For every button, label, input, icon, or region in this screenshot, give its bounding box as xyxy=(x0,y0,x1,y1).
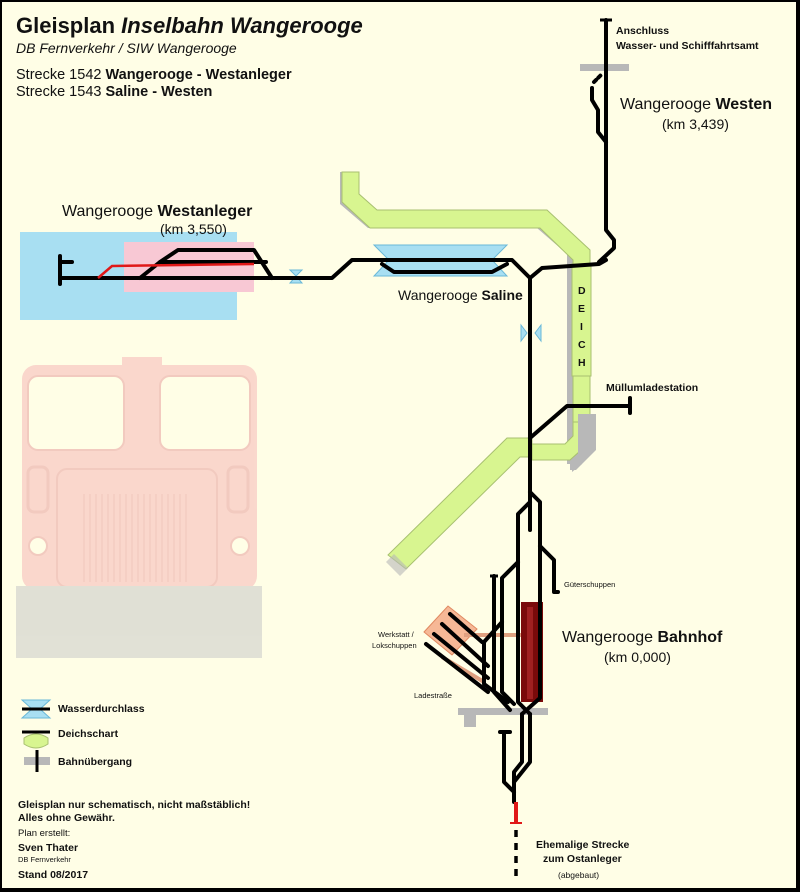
legend-deichschart-symbol xyxy=(22,730,50,749)
author: Sven Thater xyxy=(18,842,78,854)
legend-wasserdurchlass-label: Wasserdurchlass xyxy=(58,703,145,715)
muellumladestation-label: Müllumladestation xyxy=(606,382,698,394)
strecke-1542: Strecke 1542 Wangerooge - Westanleger xyxy=(16,67,292,83)
abgebaut-label: (abgebaut) xyxy=(558,870,599,880)
ostanleger-label-2: zum Ostanleger xyxy=(543,853,622,865)
deich-label: D E I C H xyxy=(578,285,586,369)
svg-text:C: C xyxy=(578,339,586,351)
crossing-bahnhof-2 xyxy=(464,715,476,727)
ostanleger-label: Ehemalige Strecke xyxy=(536,839,630,851)
westanleger-red-siding xyxy=(97,262,255,279)
anschluss-label-2: Wasser- und Schifffahrtsamt xyxy=(616,40,759,52)
crossing-bahnhof xyxy=(458,708,548,715)
station-westen-km: (km 3,439) xyxy=(662,116,729,132)
ladestrasse-label: Ladestraße xyxy=(414,691,452,700)
svg-text:H: H xyxy=(578,357,586,369)
station-westanleger: Wangerooge Westanleger xyxy=(62,203,252,220)
station-westanleger-km: (km 3,550) xyxy=(160,221,227,237)
tracks xyxy=(58,18,632,804)
bahnhof-platform-highlight xyxy=(527,607,533,699)
culvert-saline-east xyxy=(520,323,542,343)
werkstatt-label: Werkstatt / xyxy=(378,630,415,639)
svg-text:D: D xyxy=(578,285,586,297)
gueterschuppen-label: Güterschuppen xyxy=(564,580,615,589)
stand-date: Stand 08/2017 xyxy=(18,869,88,881)
legend: Wasserdurchlass Deichschart Bahnübergang xyxy=(20,699,145,772)
station-bahnhof: Wangerooge Bahnhof xyxy=(562,629,723,646)
station-saline: Wangerooge Saline xyxy=(398,287,523,303)
author-org: DB Fernverkehr xyxy=(18,855,71,864)
station-bahnhof-km: (km 0,000) xyxy=(604,649,671,665)
locomotive-background xyxy=(16,357,262,658)
page-subtitle: DB Fernverkehr / SIW Wangerooge xyxy=(16,40,237,56)
note-schematic: Gleisplan nur schematisch, nicht maßstäb… xyxy=(18,799,250,811)
workshop-building xyxy=(423,605,521,684)
anschluss-label: Anschluss xyxy=(616,25,669,37)
station-westen: Wangerooge Westen xyxy=(620,96,772,113)
lokschuppen-label: Lokschuppen xyxy=(372,641,417,650)
legend-bahnuebergang-symbol xyxy=(24,750,50,772)
note-disclaimer: Alles ohne Gewähr. xyxy=(18,812,115,824)
legend-deichschart-label: Deichschart xyxy=(58,728,119,740)
svg-text:E: E xyxy=(578,303,585,315)
svg-text:I: I xyxy=(580,321,583,333)
page-title: Gleisplan Inselbahn Wangerooge xyxy=(16,13,363,38)
dike xyxy=(340,171,596,576)
legend-bahnuebergang-label: Bahnübergang xyxy=(58,756,132,768)
strecke-1543: Strecke 1543 Saline - Westen xyxy=(16,84,212,100)
created-label: Plan erstellt: xyxy=(18,828,70,839)
legend-wasserdurchlass-symbol xyxy=(20,699,52,719)
